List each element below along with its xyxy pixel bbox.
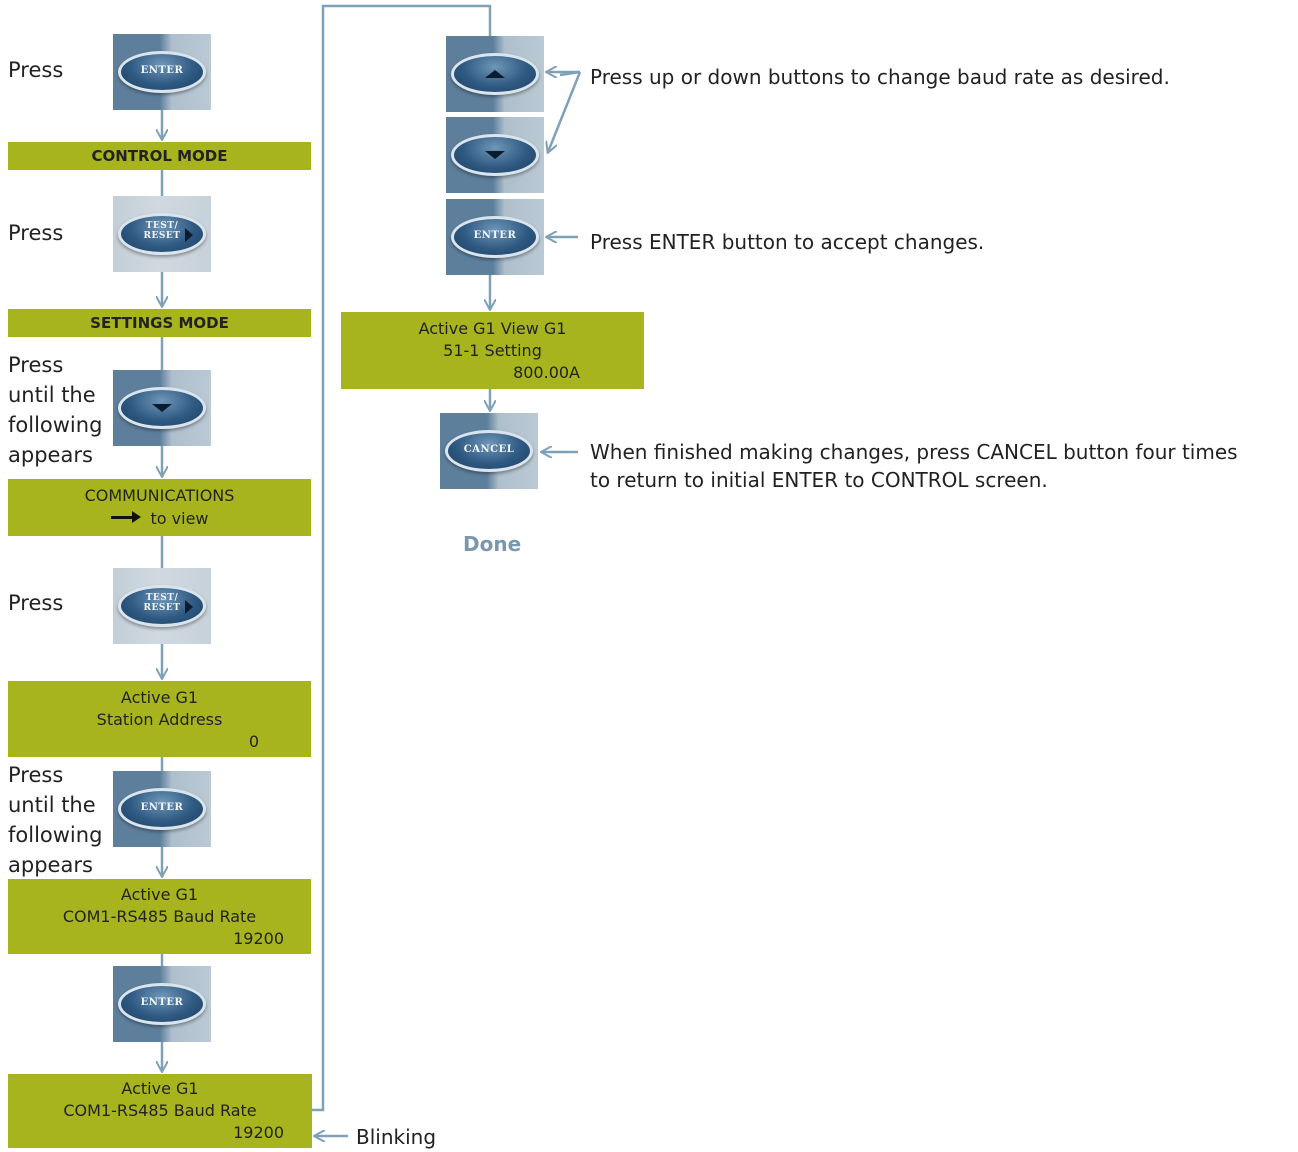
step-line: Press xyxy=(8,763,64,787)
step-label-multiline: Press until the following appears xyxy=(8,760,102,880)
screen-text: COM1-RS485 Baud Rate xyxy=(62,907,257,926)
down-arrow-icon xyxy=(485,151,505,159)
cancel-note-line1: When finished making changes, press CANC… xyxy=(590,440,1238,464)
down-arrow-icon xyxy=(152,404,172,412)
step-label-multiline: Press until the following appears xyxy=(8,350,102,470)
test-reset-button[interactable]: TEST/ RESET xyxy=(113,568,211,644)
step-line: Press xyxy=(8,353,64,377)
enter-button[interactable]: ENTER xyxy=(113,966,211,1042)
accept-note: Press ENTER button to accept changes. xyxy=(590,230,985,254)
screen-text: COM1-RS485 Baud Rate xyxy=(63,1101,257,1120)
test-label: TEST/ xyxy=(145,221,179,231)
step-line: following xyxy=(8,413,103,437)
screen-text: CONTROL MODE xyxy=(91,147,228,165)
screen-text: Active G1 xyxy=(121,1079,199,1098)
up-arrow-icon xyxy=(485,70,505,78)
test-reset-button[interactable]: TEST/ RESET xyxy=(113,196,211,272)
screen-text: Active G1 View G1 xyxy=(418,319,567,338)
down-button[interactable] xyxy=(446,117,544,193)
enter-label: ENTER xyxy=(473,230,517,241)
enter-label: ENTER xyxy=(140,997,184,1008)
step-line: appears xyxy=(8,853,93,877)
step-line: until the xyxy=(8,383,96,407)
screen-text: 51-1 Setting xyxy=(443,341,542,360)
up-down-note: Press up or down buttons to change baud … xyxy=(590,65,1170,89)
up-button[interactable] xyxy=(446,36,544,112)
screen-baud-rate-blinking: Active G1 COM1-RS485 Baud Rate 19200 xyxy=(8,1074,312,1148)
right-arrow-icon xyxy=(185,600,193,614)
screen-communications: COMMUNICATIONS to view xyxy=(8,479,311,536)
screen-settings-mode: SETTINGS MODE xyxy=(8,309,311,337)
cancel-label: CANCEL xyxy=(463,444,515,455)
screen-value: 800.00A xyxy=(513,363,580,382)
done-label: Done xyxy=(463,532,522,556)
enter-button[interactable]: ENTER xyxy=(113,34,211,110)
enter-button[interactable]: ENTER xyxy=(113,771,211,847)
step-line: appears xyxy=(8,443,93,467)
screen-text-line2: to view xyxy=(8,508,311,530)
reset-label: RESET xyxy=(143,231,181,241)
screen-baud-rate: Active G1 COM1-RS485 Baud Rate 19200 xyxy=(8,879,311,954)
test-label: TEST/ xyxy=(145,593,179,603)
step-label: Press xyxy=(8,58,64,82)
step-label: Press xyxy=(8,591,64,615)
right-arrow-icon xyxy=(185,228,193,242)
screen-value: 19200 xyxy=(233,1123,284,1142)
right-arrow-icon xyxy=(110,511,141,523)
screen-station-address: Active G1 Station Address 0 xyxy=(8,681,311,757)
screen-text: Active G1 xyxy=(120,688,199,707)
step-line: following xyxy=(8,823,103,847)
cancel-button[interactable]: CANCEL xyxy=(440,413,538,489)
screen-text: Station Address xyxy=(96,710,223,729)
screen-text: SETTINGS MODE xyxy=(90,314,229,332)
screen-text: COMMUNICATIONS xyxy=(84,486,235,505)
down-button[interactable] xyxy=(113,370,211,446)
screen-setting-view: Active G1 View G1 51-1 Setting 800.00A xyxy=(341,312,644,389)
enter-label: ENTER xyxy=(140,802,184,813)
screen-text: Active G1 xyxy=(120,885,199,904)
step-line: until the xyxy=(8,793,96,817)
screen-control-mode: CONTROL MODE xyxy=(8,142,311,170)
screen-value: 19200 xyxy=(233,929,284,948)
blinking-note: Blinking xyxy=(356,1125,437,1149)
enter-label: ENTER xyxy=(140,65,184,76)
enter-button[interactable]: ENTER xyxy=(446,199,544,275)
screen-value: 0 xyxy=(248,732,259,751)
cancel-note-line2: to return to initial ENTER to CONTROL sc… xyxy=(590,468,1048,492)
reset-label: RESET xyxy=(143,603,181,613)
cancel-note: When finished making changes, press CANC… xyxy=(590,438,1238,494)
step-label: Press xyxy=(8,221,64,245)
